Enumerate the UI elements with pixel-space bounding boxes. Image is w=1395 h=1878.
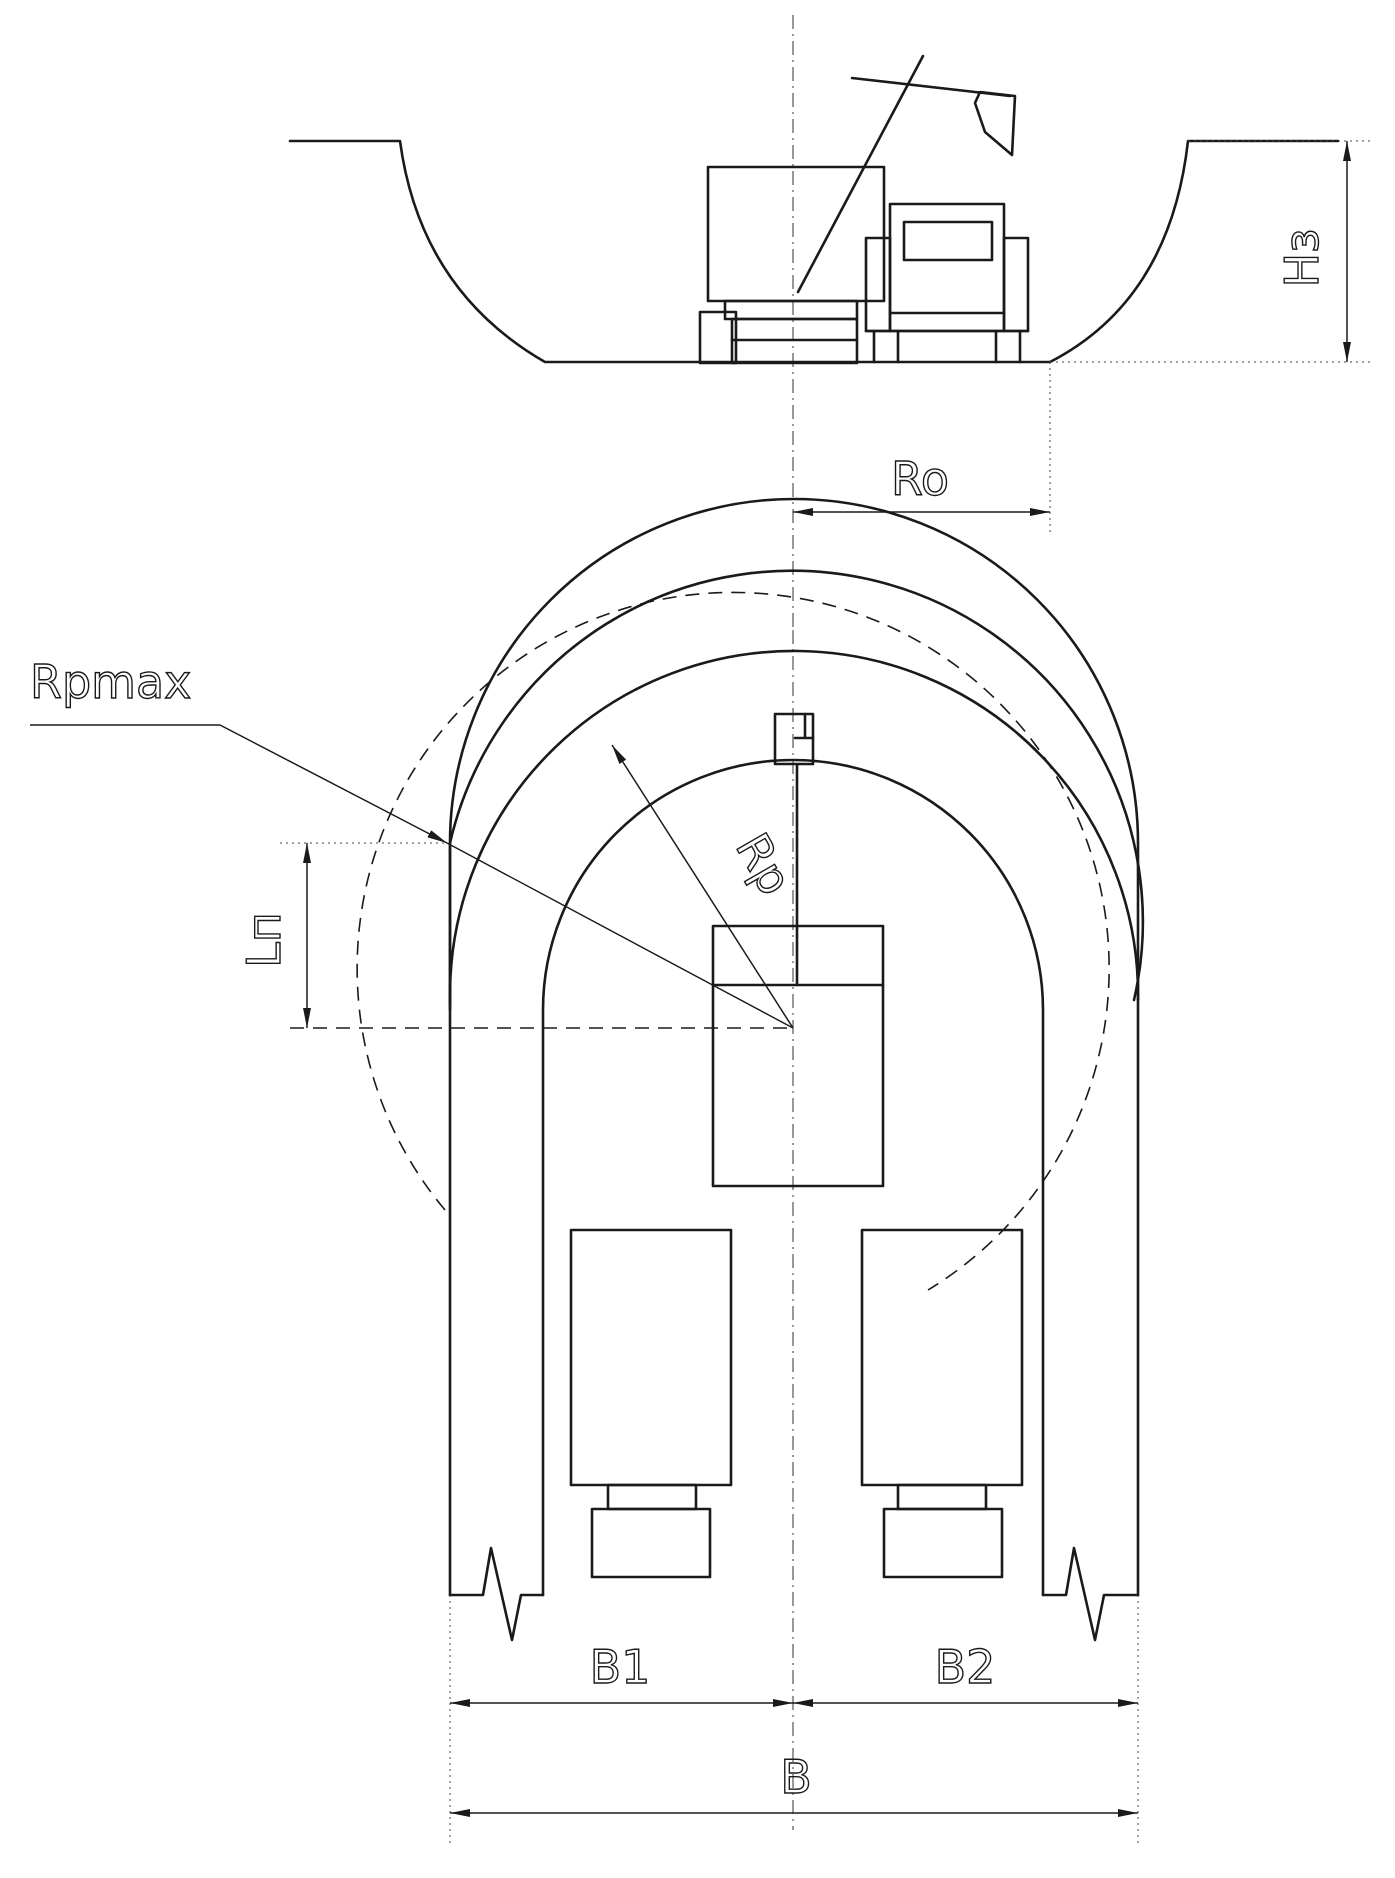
rpmax-label: Rpmax [30,655,191,709]
excavator-counterweight [698,310,738,365]
pit-profile [288,139,1340,364]
r0-label: Ro [891,452,949,506]
b2-label: B2 [935,1640,996,1694]
b1-label: B1 [590,1640,651,1694]
truck-left-bed [569,1228,733,1487]
rp-label: Rp [725,824,802,904]
rp-dimension-line [611,744,794,1029]
left-break-mark [448,1546,545,1642]
excavator-plan [711,712,885,1188]
h3-label: Hз [1275,228,1329,287]
truck-windshield [902,220,994,262]
ln-label: Lп [237,912,291,968]
trench-middle-wall [448,569,1145,1007]
side-view: Hз Ro [288,15,1370,630]
excavator-boom [796,54,925,294]
right-break-mark [1041,1546,1140,1642]
trench-outer-wall [448,497,1140,1597]
truck-plan-left [569,1228,733,1579]
excavator-bucket [973,90,1017,157]
excavator-cab [706,165,886,303]
truck-left-wheel [864,236,892,333]
excavator-base [723,299,859,321]
b-label: B [780,1750,812,1804]
truck-plan-right [860,1228,1024,1579]
truck-right-cab [882,1507,1004,1579]
dump-truck-front [864,202,1030,364]
trench-inner-wall [541,758,1045,1597]
truck-left-cab [590,1507,712,1579]
truck-right-wheel [1002,236,1030,333]
rpmax-leader [219,724,448,844]
truck-right-bed [860,1228,1024,1487]
truck-left-axle [606,1483,698,1511]
truck-right-axle [896,1483,988,1511]
plan-view: Rpmax Rp Lп B1 B2 B [29,497,1145,1845]
excavator [698,54,1017,365]
trench-mid-arc [448,649,1140,1012]
